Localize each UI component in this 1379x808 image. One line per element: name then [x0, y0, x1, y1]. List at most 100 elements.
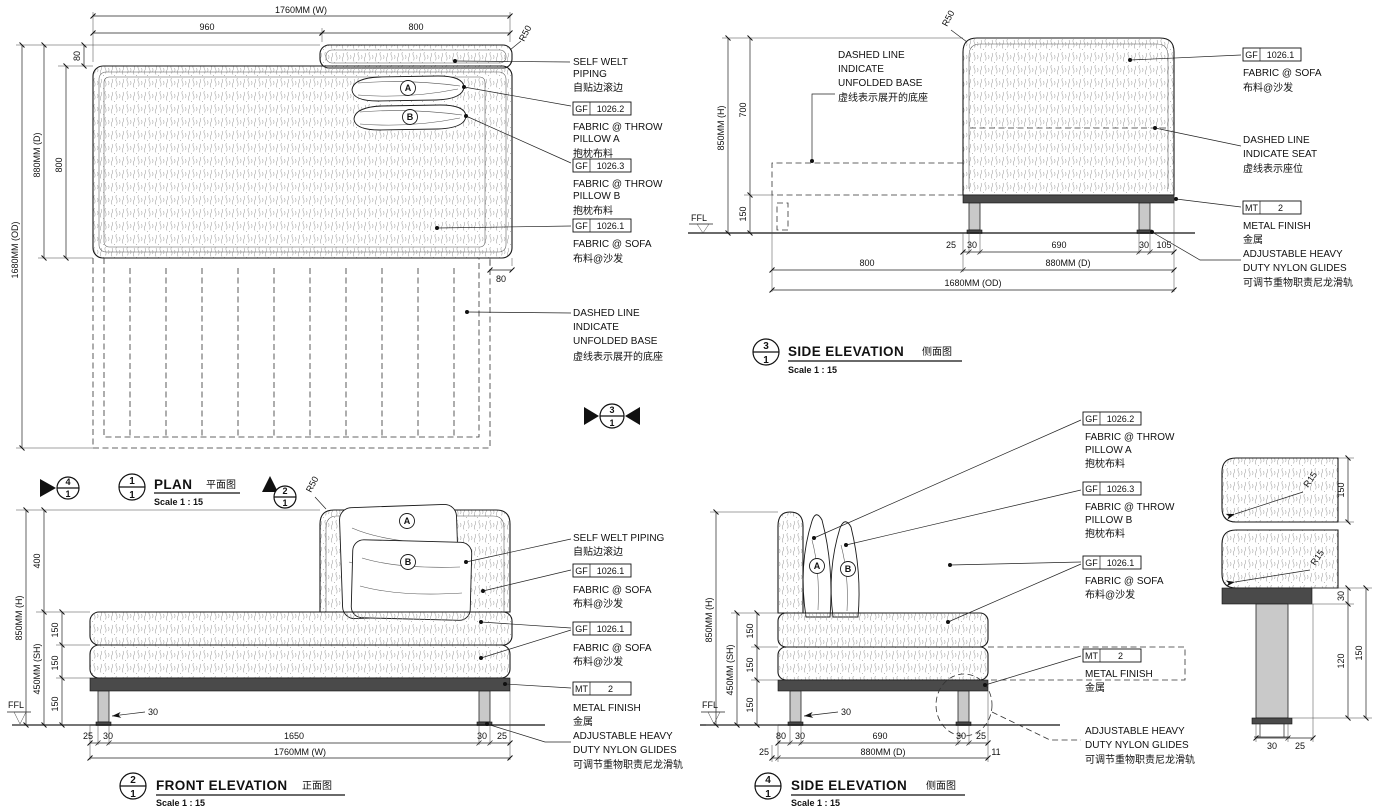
sheet-number: 1	[130, 789, 136, 800]
ann-text: FABRIC @ SOFA	[573, 239, 652, 250]
dim-text: 30	[1267, 741, 1277, 751]
dim-text: 450MM (SH)	[725, 644, 735, 695]
plan-back-piping	[325, 49, 507, 64]
svg-text:1026.1: 1026.1	[597, 566, 625, 576]
dim-text: 850MM (H)	[14, 595, 24, 640]
se4-dimensions: 850MM (H) 450MM (SH) 150 150 150 80 30 6…	[701, 509, 1001, 762]
se4-base-cushion	[777, 646, 989, 681]
dim-text: 150	[50, 696, 60, 711]
svg-text:2: 2	[1278, 203, 1283, 213]
svg-text:1: 1	[282, 498, 287, 508]
se3-body	[962, 37, 1175, 196]
fe-seat-cushion	[89, 611, 513, 646]
fe-dimensions: 850MM (H) 400 450MM (SH) 150 150 150 25 …	[7, 475, 513, 761]
svg-text:1026.2: 1026.2	[1107, 414, 1135, 424]
ann-text-cn: 虚线表示座位	[1243, 162, 1303, 175]
dim-text: 450MM (SH)	[32, 643, 42, 694]
radius-label: R50	[304, 475, 321, 494]
radius-label: R50	[940, 9, 957, 28]
dim-text: 850MM (H)	[704, 597, 714, 642]
mt-tag: MT 2	[1242, 200, 1302, 215]
dim-text: 150	[50, 622, 60, 637]
plan-unfolded-base	[92, 258, 491, 449]
fe-sofa: A B	[12, 503, 545, 726]
svg-text:FFL: FFL	[691, 213, 707, 223]
dim-text: 30	[103, 731, 113, 741]
gf-tag: GF 1026.1	[572, 621, 632, 636]
mt-tag: MT 2	[572, 681, 632, 696]
ann-text-cn: 布料@沙发	[573, 655, 623, 668]
svg-text:1026.1: 1026.1	[597, 624, 625, 634]
svg-text:GF: GF	[1085, 484, 1098, 494]
plan-seat-outline	[103, 76, 486, 248]
ann-text: ADJUSTABLE HEAVY	[1243, 249, 1343, 260]
side-elevation-3: 850MM (H) 700 150 25 30 690 30 105 800 8…	[688, 9, 1353, 375]
dim-text: 1650	[284, 731, 304, 741]
marker-4: 4 1	[40, 476, 80, 500]
dim-text: 150	[745, 657, 755, 672]
ann-text: FABRIC @ THROW	[1085, 502, 1175, 513]
se4-leg	[957, 690, 970, 723]
dim-text: 150	[738, 206, 748, 221]
dim-text: 150	[745, 697, 755, 712]
dim-text: 400	[32, 553, 42, 568]
plan-dimensions: 1760MM (W) 960 800 1680MM (OD) 880MM (D)…	[10, 5, 534, 451]
gf-tag: GF 1026.2	[572, 101, 632, 116]
fe-leg	[478, 690, 491, 723]
svg-text:1026.1: 1026.1	[1267, 50, 1295, 60]
dim-text: 25	[946, 240, 956, 250]
ann-text: FABRIC @ THROW	[573, 122, 663, 133]
dim-text: 30	[1139, 240, 1149, 250]
plan-sofa-piping	[98, 71, 507, 253]
dim-text: 30	[148, 707, 158, 717]
sheet-number: 1	[765, 789, 771, 800]
dim-text: 30	[477, 731, 487, 741]
dim-text: 150	[1336, 482, 1346, 497]
ann-text: DUTY NYLON GLIDES	[1243, 263, 1347, 274]
gf-tag: GF 1026.1	[572, 563, 632, 578]
plan-title: 1 1 PLAN 平面图 Scale 1 : 15	[118, 473, 240, 507]
gf-tag: GF 1026.1	[572, 218, 632, 233]
view-number: 1	[129, 476, 135, 487]
svg-text:FFL: FFL	[702, 700, 718, 710]
se3-sofa	[688, 37, 1195, 234]
ann-text: DASHED LINE	[1243, 135, 1310, 146]
view-title: FRONT ELEVATION	[156, 778, 288, 793]
pillow-a-label: A	[404, 516, 411, 526]
ann-text-cn: 布料@沙发	[1243, 81, 1293, 94]
svg-text:GF: GF	[575, 161, 588, 171]
dim-text: 960	[199, 22, 214, 32]
dim-text: 30	[956, 731, 966, 741]
fe-metal-bar	[89, 677, 511, 692]
dim-text: 150	[745, 623, 755, 638]
fe-leg	[97, 690, 110, 723]
view-title: SIDE ELEVATION	[788, 344, 904, 359]
dim-text: 800	[859, 258, 874, 268]
dim-text: 1760MM (W)	[275, 5, 327, 15]
svg-text:MT: MT	[575, 684, 588, 694]
plan-back-cushion	[319, 44, 513, 69]
ann-text: PILLOW B	[1085, 515, 1133, 526]
front-elevation: A B 850MM (H) 400 450MM (SH) 150 150 150…	[7, 475, 683, 808]
ann-text: INDICATE SEAT	[1243, 149, 1317, 160]
dim-text: 880MM (D)	[860, 747, 905, 757]
view-title: SIDE ELEVATION	[791, 778, 907, 793]
radius-label: R50	[517, 24, 534, 43]
se3-leg	[1138, 202, 1151, 231]
ann-text: SELF WELT PIPING	[573, 533, 665, 544]
ann-text: DUTY NYLON GLIDES	[573, 745, 677, 756]
se3-metal-bar	[962, 194, 1175, 204]
view-number: 2	[130, 775, 136, 786]
svg-text:3: 3	[609, 405, 614, 415]
se4-sofa: A B	[700, 511, 1186, 737]
ann-text: DASHED LINE	[838, 50, 905, 61]
svg-text:GF: GF	[575, 104, 588, 114]
svg-text:GF: GF	[1245, 50, 1258, 60]
svg-text:1026.1: 1026.1	[1107, 558, 1135, 568]
gf-tag: GF 1026.3	[1082, 481, 1142, 496]
svg-text:GF: GF	[1085, 558, 1098, 568]
svg-text:1: 1	[609, 418, 614, 428]
ann-text: FABRIC @ SOFA	[573, 585, 652, 596]
